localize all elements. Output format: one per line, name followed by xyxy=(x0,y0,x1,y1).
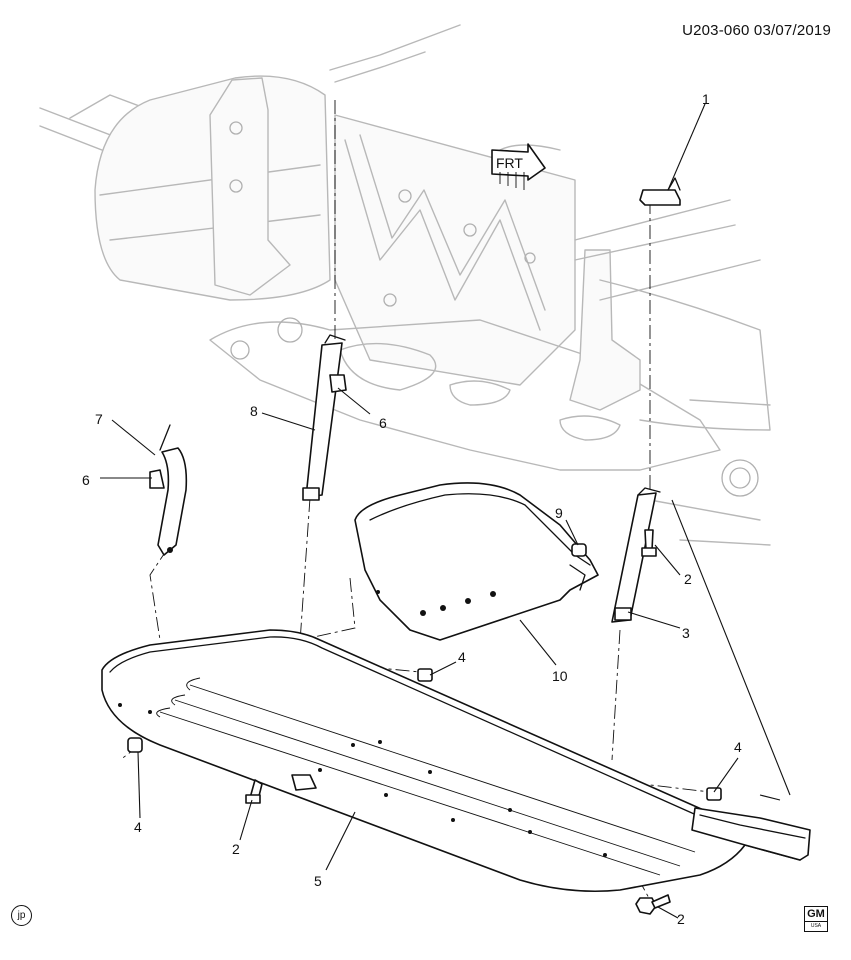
callout-2: 2 xyxy=(232,841,240,857)
gm-logo: GM USA xyxy=(804,906,828,932)
leader-lines xyxy=(100,103,739,919)
callout-4: 4 xyxy=(134,819,142,835)
callout-4: 4 xyxy=(734,739,742,755)
fasteners xyxy=(127,374,722,915)
callout-labels: 1 2 3 4 2 4 4 2 5 10 9 8 6 7 6 xyxy=(82,91,742,927)
front-label: FRT xyxy=(496,155,523,171)
strap-part-3[interactable] xyxy=(611,487,661,623)
nut-4-a[interactable] xyxy=(417,668,433,682)
callout-2: 2 xyxy=(677,911,685,927)
gm-logo-text: GM xyxy=(807,908,825,920)
callout-7: 7 xyxy=(95,411,103,427)
callout-1: 1 xyxy=(702,91,710,107)
nut-4-b[interactable] xyxy=(706,787,722,801)
callout-9: 9 xyxy=(555,505,563,521)
clip-part-1[interactable] xyxy=(639,177,681,206)
callout-10: 10 xyxy=(552,668,568,684)
callout-2: 2 xyxy=(684,571,692,587)
callout-3: 3 xyxy=(682,625,690,641)
region-badge: jp xyxy=(11,905,32,926)
callout-4: 4 xyxy=(458,649,466,665)
assembly-lines xyxy=(119,100,791,901)
nut-4-c[interactable] xyxy=(127,737,143,753)
callout-8: 8 xyxy=(250,403,258,419)
callout-6: 6 xyxy=(379,415,387,431)
callout-6: 6 xyxy=(82,472,90,488)
bolt-2-c[interactable] xyxy=(635,894,671,915)
bolt-2-a[interactable] xyxy=(641,529,657,557)
bolt-2-b[interactable] xyxy=(245,779,263,804)
diagram-id: U203-060 03/07/2019 xyxy=(682,22,831,39)
front-arrow: FRT xyxy=(491,143,546,190)
vehicle-underbody xyxy=(39,24,771,546)
bracket-part-7[interactable] xyxy=(157,424,188,556)
rivet-9[interactable] xyxy=(571,543,587,557)
shield-part-10[interactable] xyxy=(354,482,599,641)
callout-5: 5 xyxy=(314,873,322,889)
screw-6-a[interactable] xyxy=(329,374,347,393)
strap-part-8[interactable] xyxy=(302,334,346,501)
gm-logo-subtext: USA xyxy=(805,921,827,930)
skid-plate-part-5[interactable] xyxy=(101,629,811,893)
screw-6-b[interactable] xyxy=(149,469,165,489)
